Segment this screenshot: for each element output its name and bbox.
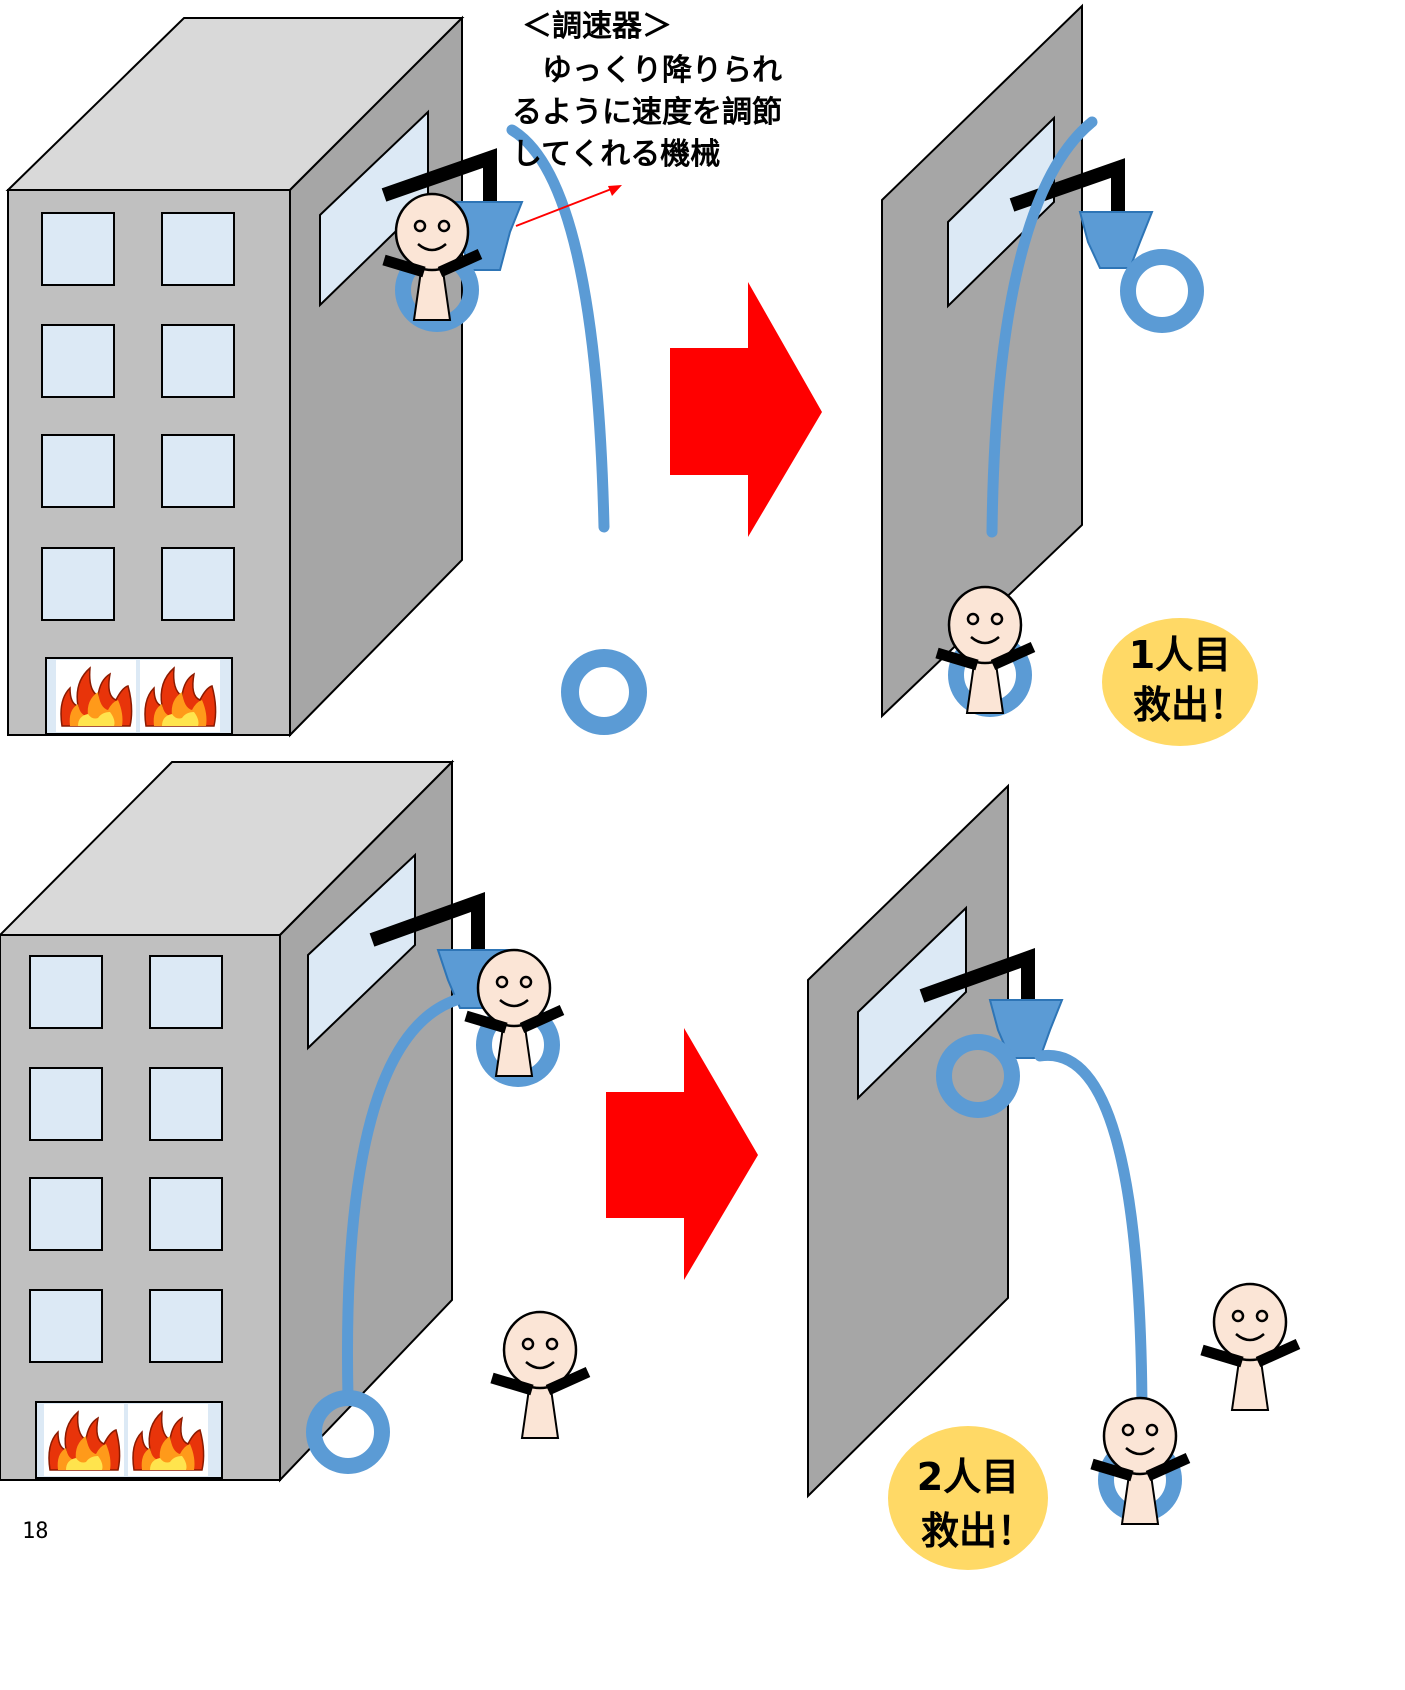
fire-icon	[43, 1403, 125, 1477]
badge-line: 救出！	[1133, 683, 1247, 727]
descender-hook	[381, 148, 497, 205]
arrow-right-icon	[606, 1028, 758, 1280]
building-bottom-left	[0, 759, 455, 1483]
descender-hook	[369, 892, 485, 952]
badge-line: 2人目	[917, 1455, 1019, 1499]
fire-icon	[139, 659, 221, 733]
badge-line: 救出！	[921, 1509, 1035, 1553]
pointer-arrow	[515, 185, 622, 227]
fire-icon	[127, 1403, 209, 1477]
badge-second-rescue: 2人目 救出！	[888, 1426, 1048, 1570]
wall-window	[857, 905, 967, 1101]
ring-icon	[561, 649, 647, 735]
arrow-right-icon	[670, 282, 822, 537]
annotation-line: してくれる機械	[512, 137, 720, 172]
fire-icon	[55, 659, 137, 733]
wall-window	[947, 115, 1055, 309]
building-top-left	[5, 15, 465, 738]
ring-icon	[306, 1390, 390, 1474]
building-wall-bottom-right	[807, 783, 1009, 1499]
person-icon	[1202, 1284, 1298, 1410]
badge-line: 1人目	[1129, 633, 1231, 677]
rope	[342, 994, 462, 1404]
annotation-title: ＜調速器＞	[522, 9, 672, 44]
annotation-line: ゆっくり降りられ	[512, 53, 782, 88]
ring-icon	[936, 1034, 1020, 1118]
rope	[506, 124, 610, 533]
page-number: 18	[22, 1519, 49, 1544]
rope	[986, 116, 1098, 538]
descender-hook	[919, 948, 1035, 1008]
ring-icon	[1120, 249, 1204, 333]
person-icon	[492, 1312, 588, 1438]
rope	[1034, 1049, 1148, 1416]
annotation-label: ＜調速器＞ ゆっくり降りられ るように速度を調節 してくれる機械	[512, 9, 782, 172]
annotation-line: るように速度を調節	[512, 95, 782, 130]
badge-first-rescue: 1人目 救出！	[1102, 618, 1258, 746]
